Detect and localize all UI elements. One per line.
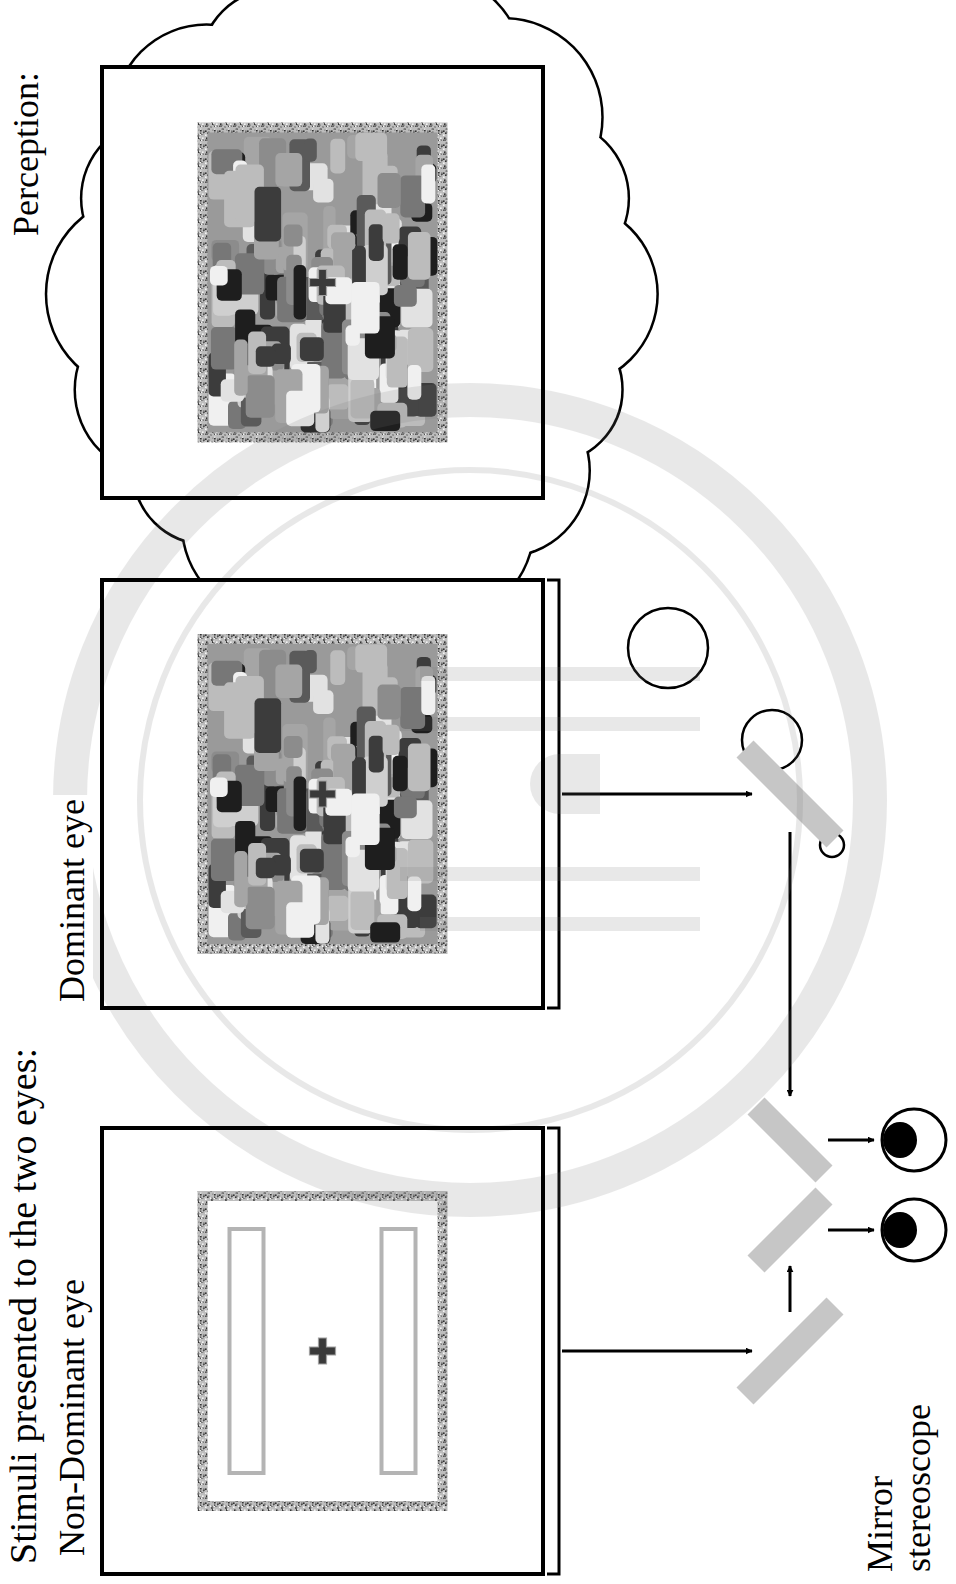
mosaic-patch	[246, 887, 275, 930]
mosaic-patch	[331, 744, 355, 762]
mosaic-patch	[211, 327, 237, 370]
mosaic-patch	[393, 244, 408, 280]
mosaic-patch	[355, 133, 387, 161]
mosaic-patch	[351, 793, 379, 845]
figure-title: Stimuli presented to the two eyes:	[2, 1044, 46, 1568]
mosaic-patch	[300, 337, 324, 361]
mosaic-patch	[255, 187, 282, 242]
fixation-cross	[310, 781, 336, 807]
fixation-cross	[310, 270, 336, 296]
mosaic-patch	[408, 232, 431, 280]
stimulus-panel: Non-Dominant eye	[100, 1126, 545, 1576]
mosaic-patch	[300, 849, 324, 873]
mosaic-patch	[210, 266, 228, 286]
mosaic-patch	[304, 650, 317, 673]
mosaic-patch	[407, 877, 421, 912]
mosaic-patch	[294, 265, 307, 319]
eye-pupil	[883, 1212, 917, 1248]
mosaic-patch	[234, 851, 248, 907]
mosaic-patch	[275, 665, 302, 699]
stimulus-panel: Perception:	[100, 65, 545, 500]
mirror	[745, 749, 835, 839]
blank-ground	[208, 1201, 438, 1501]
mosaic-patch	[304, 139, 317, 162]
mosaic-patch	[294, 777, 307, 831]
light-arrow	[789, 1266, 792, 1312]
mosaic-patch	[421, 164, 435, 203]
eye-outline	[882, 1199, 946, 1261]
grating-rectangle	[230, 1229, 264, 1473]
seal-ring	[70, 400, 870, 1200]
mosaic-patch	[275, 153, 302, 187]
stimulus-panel: Dominant eye	[100, 578, 545, 1010]
mosaic-patch	[351, 282, 379, 334]
mirror	[756, 1196, 824, 1264]
watermark-seal	[70, 400, 870, 1200]
light-arrow	[828, 1139, 874, 1142]
fixation-cross	[310, 1338, 336, 1364]
grating-rectangle	[382, 1229, 416, 1473]
noise-frame	[198, 634, 448, 954]
seal-columns	[400, 674, 700, 924]
mosaic-patch	[394, 285, 417, 307]
mosaic-patch	[211, 839, 237, 882]
light-arrow	[562, 1350, 752, 1353]
component-label: Mirror stereoscope	[862, 1342, 938, 1576]
mosaic-patch	[421, 676, 435, 715]
mosaic-patch	[383, 213, 400, 243]
mosaic-patch	[286, 902, 314, 937]
mosaic-patch	[355, 644, 387, 672]
noise-frame	[198, 1191, 448, 1511]
mosaic-patch	[284, 225, 303, 247]
mosaic-patch	[383, 725, 400, 755]
panel-ground	[100, 578, 545, 1010]
mosaic-patch	[378, 173, 401, 208]
light-arrow	[828, 1229, 874, 1232]
mosaic-patch	[351, 890, 375, 930]
mosaic-patch	[330, 650, 345, 685]
mosaic-ground	[208, 133, 438, 433]
mosaic-patch	[313, 690, 333, 714]
mosaic-patch	[369, 224, 384, 261]
mirror	[745, 1306, 835, 1396]
thought-cloud	[47, 0, 656, 623]
panel-heading: Dominant eye	[52, 795, 93, 1006]
mosaic-patch	[313, 179, 333, 203]
seal-bell	[530, 754, 600, 814]
eye-outline	[882, 1109, 946, 1171]
mosaic-patch	[256, 346, 275, 367]
mosaic-patch	[246, 375, 275, 418]
mosaic-patch	[284, 736, 303, 758]
mosaic-patch	[393, 756, 408, 792]
mosaic-patch	[394, 796, 417, 818]
mosaic-patch	[255, 698, 282, 753]
mosaic-patch	[256, 858, 275, 879]
panel-heading: Perception:	[6, 68, 47, 240]
panel-heading: Non-Dominant eye	[52, 1275, 93, 1560]
eye-pupil	[883, 1122, 917, 1158]
mosaic-patch	[330, 139, 345, 174]
mirror	[756, 1106, 824, 1174]
mosaic-patch	[327, 896, 349, 921]
mosaic-patch	[234, 340, 248, 396]
mosaic-patch	[408, 744, 431, 792]
mosaic-patch	[331, 232, 355, 250]
mosaic-ground	[208, 644, 438, 944]
mosaic-patch	[370, 922, 400, 942]
seal-ring	[140, 470, 800, 1130]
mosaic-patch	[378, 685, 401, 720]
mosaic-patch	[369, 736, 384, 773]
mosaic-patch	[210, 777, 228, 797]
